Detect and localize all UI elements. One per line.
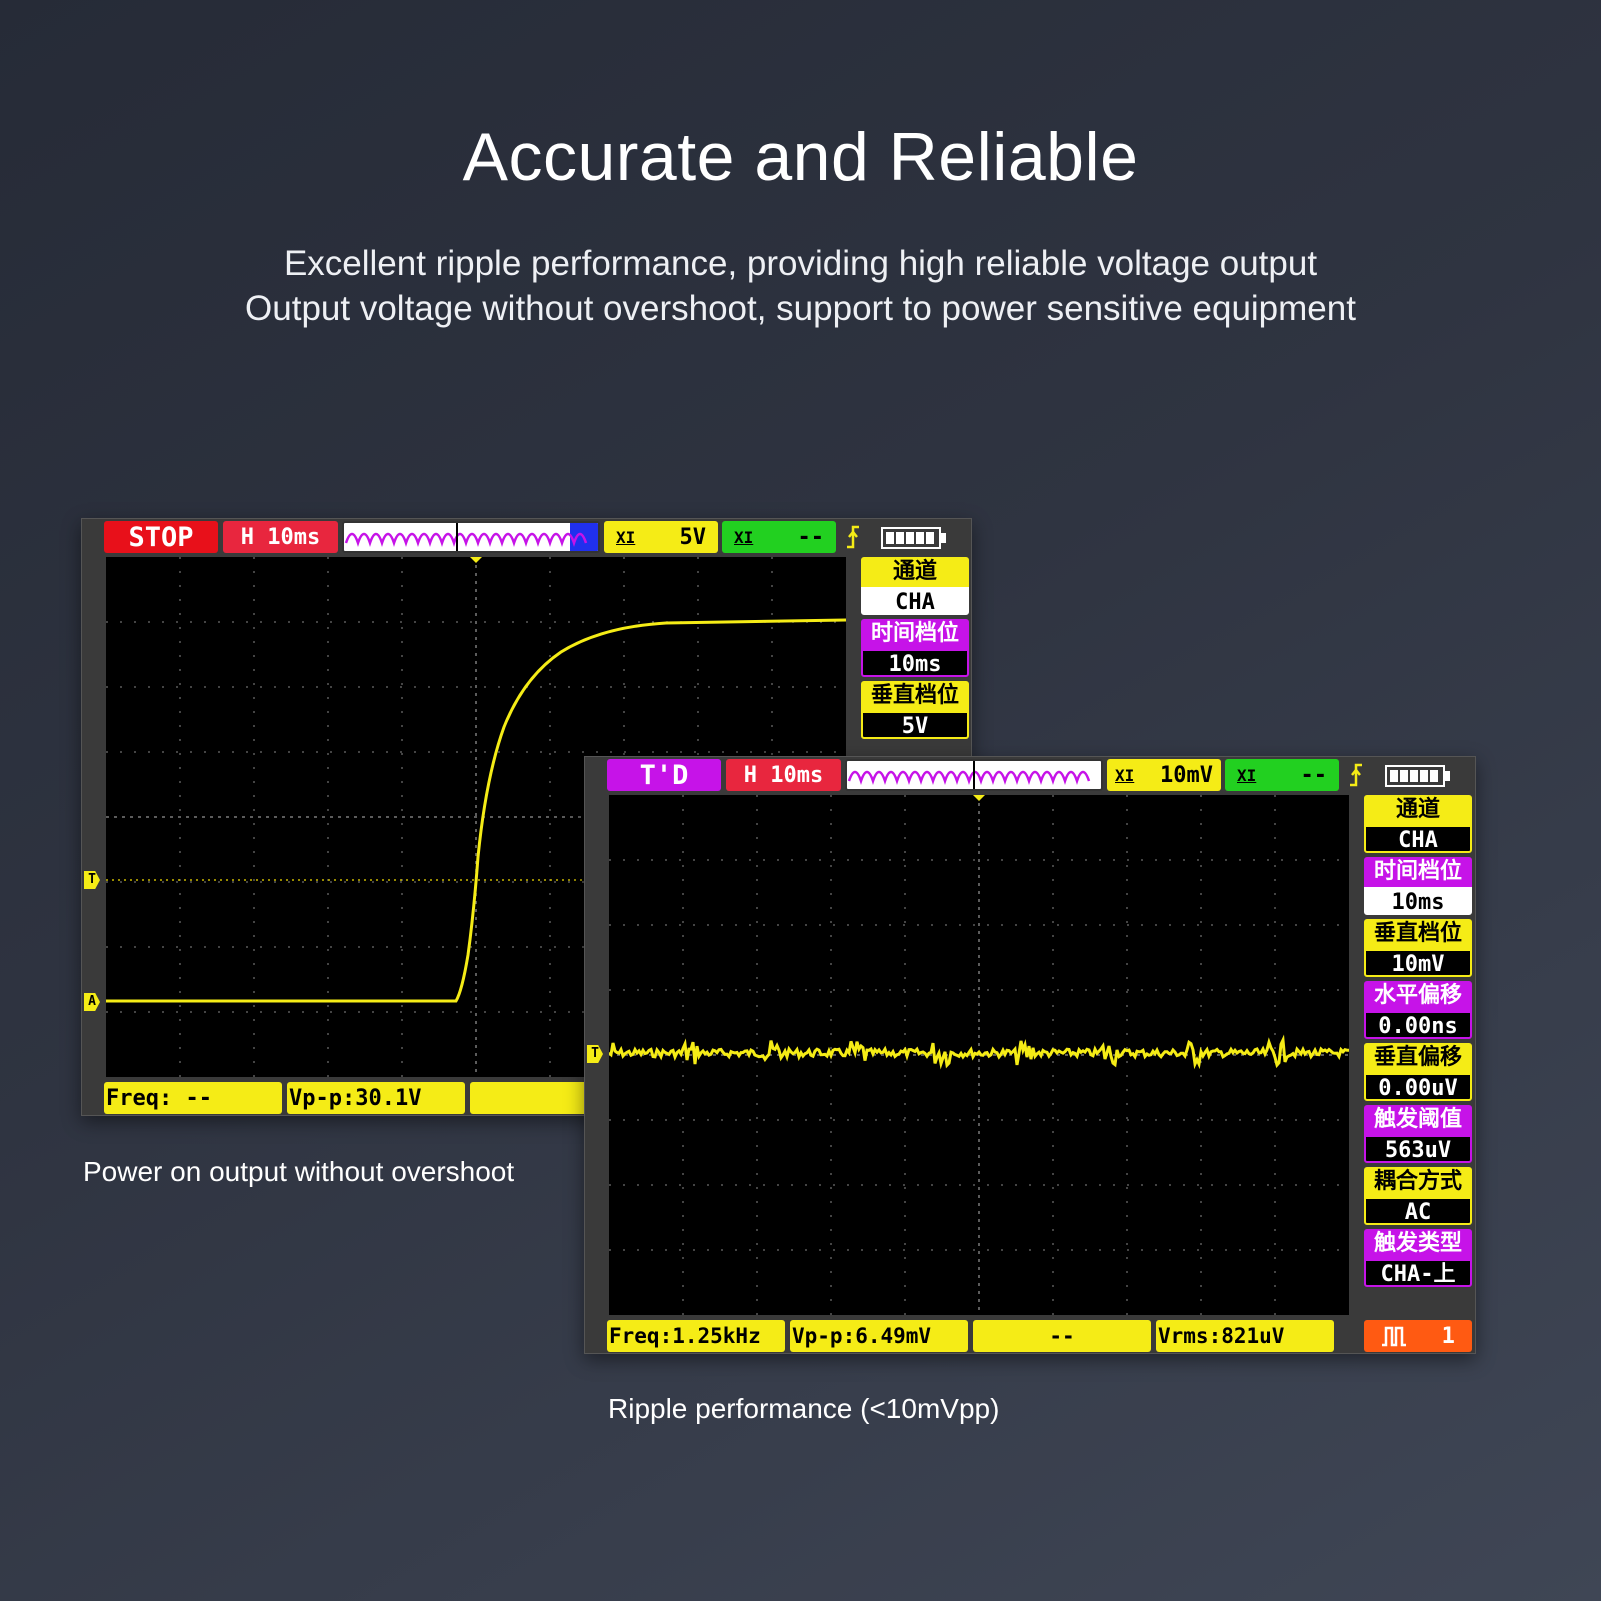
scope1-trigger-position-bar — [342, 521, 600, 553]
scope2-screen — [607, 795, 1349, 1315]
scope2-waveform-plot — [607, 795, 1349, 1315]
scope-2: T'D H 10ms XI 10mV XI -- — [584, 756, 1476, 1354]
scope1-timebase-badge: H 10ms — [223, 521, 338, 553]
scope1-side-label-2: 垂直档位 — [861, 681, 969, 711]
scope1-ch1-label: XI — [616, 527, 636, 547]
scope2-side-label-6: 耦合方式 — [1364, 1167, 1472, 1197]
scope2-vrms-readout: Vrms:821uV — [1156, 1320, 1334, 1352]
scope2-side-panel: 通道 CHA 时间档位 10ms 垂直档位 10mV 水平偏移 0.00ns 垂… — [1364, 795, 1472, 1287]
scope2-side-label-1: 时间档位 — [1364, 857, 1472, 887]
scope1-ch2-label: XI — [734, 527, 754, 547]
scope1-side-value-1: 10ms — [861, 649, 969, 677]
scope2-mode-badge: 1 — [1364, 1320, 1472, 1352]
scope2-battery-icon — [1385, 765, 1450, 787]
scope1-side-value-0: CHA — [861, 587, 969, 615]
scope2-side-value-6: AC — [1364, 1197, 1472, 1225]
scope1-freq-readout: Freq: -- — [104, 1082, 282, 1114]
scope2-side-item-6[interactable]: 耦合方式 AC — [1364, 1167, 1472, 1225]
scope2-ch1-label: XI — [1115, 765, 1135, 785]
scope1-trigger-edge-icon — [847, 525, 859, 549]
scope1-ch1-badge: XI 5V — [604, 521, 718, 553]
scope1-ch1-value: 5V — [679, 524, 707, 550]
scope2-ch2-value: -- — [1300, 762, 1328, 788]
scope2-trigger-position-bar — [845, 759, 1103, 791]
scope2-side-item-1[interactable]: 时间档位 10ms — [1364, 857, 1472, 915]
scope2-side-value-2: 10mV — [1364, 949, 1472, 977]
scope1-wave-icon — [344, 523, 598, 551]
scope2-vpp-readout: Vp-p:6.49mV — [790, 1320, 968, 1352]
scope2-ch2-label: XI — [1237, 765, 1257, 785]
scope2-side-item-0[interactable]: 通道 CHA — [1364, 795, 1472, 853]
scope2-side-value-0: CHA — [1364, 825, 1472, 853]
scope2-trace — [607, 1034, 1349, 1070]
scope1-ch2-value: -- — [797, 524, 825, 550]
scope2-ch2-badge: XI -- — [1225, 759, 1339, 791]
scope2-side-label-2: 垂直档位 — [1364, 919, 1472, 949]
scope2-wave-icon — [847, 761, 1091, 789]
scope1-trace — [106, 618, 847, 1003]
scope1-ch2-badge: XI -- — [722, 521, 836, 553]
scope2-side-label-5: 触发阈值 — [1364, 1105, 1472, 1135]
scope2-side-item-2[interactable]: 垂直档位 10mV — [1364, 919, 1472, 977]
scope1-caption: Power on output without overshoot — [83, 1156, 515, 1187]
scope2-side-item-4[interactable]: 垂直偏移 0.00uV — [1364, 1043, 1472, 1101]
scope2-freq-readout: Freq:1.25kHz — [607, 1320, 785, 1352]
scope2-side-value-4: 0.00uV — [1364, 1073, 1472, 1101]
scope2-side-label-3: 水平偏移 — [1364, 981, 1472, 1011]
scope1-side-item-1[interactable]: 时间档位 10ms — [861, 619, 969, 677]
scope1-side-value-2: 5V — [861, 711, 969, 739]
scope1-trigger-marker: T — [84, 871, 100, 889]
scope2-mid-readout: -- — [973, 1320, 1151, 1352]
scope2-side-value-5: 563uV — [1364, 1135, 1472, 1163]
scope2-trigger-marker: T — [587, 1045, 603, 1063]
scope1-status-badge: STOP — [104, 521, 218, 553]
scope2-side-value-7: CHA-上 — [1364, 1259, 1472, 1287]
scope2-side-label-0: 通道 — [1364, 795, 1472, 825]
scope2-trigger-edge-icon — [1350, 763, 1362, 787]
scope2-side-item-3[interactable]: 水平偏移 0.00ns — [1364, 981, 1472, 1039]
scope2-side-label-7: 触发类型 — [1364, 1229, 1472, 1259]
scope2-side-label-4: 垂直偏移 — [1364, 1043, 1472, 1073]
subtitle-line-2: Output voltage without overshoot, suppor… — [245, 289, 1356, 328]
scope2-ch1-value: 10mV — [1160, 762, 1213, 788]
scope2-side-item-5[interactable]: 触发阈值 563uV — [1364, 1105, 1472, 1163]
scope1-side-panel: 通道 CHA 时间档位 10ms 垂直档位 5V — [861, 557, 969, 739]
scope2-ch1-badge: XI 10mV — [1107, 759, 1221, 791]
scope2-side-item-7[interactable]: 触发类型 CHA-上 — [1364, 1229, 1472, 1287]
scope2-side-value-3: 0.00ns — [1364, 1011, 1472, 1039]
scope1-side-label-1: 时间档位 — [861, 619, 969, 649]
subtitle-line-1: Excellent ripple performance, providing … — [283, 244, 1318, 283]
scope2-caption: Ripple performance (<10mVpp) — [608, 1393, 1000, 1424]
scope2-side-value-1: 10ms — [1364, 887, 1472, 915]
scope2-status-badge: T'D — [607, 759, 721, 791]
scope1-channel-marker: A — [84, 993, 100, 1011]
page-title: Accurate and Reliable — [462, 119, 1139, 195]
scope1-side-item-0[interactable]: 通道 CHA — [861, 557, 969, 615]
scope1-side-item-2[interactable]: 垂直档位 5V — [861, 681, 969, 739]
pulse-icon — [1382, 1326, 1407, 1347]
scope2-timebase-badge: H 10ms — [726, 759, 841, 791]
scope1-vpp-readout: Vp-p:30.1V — [287, 1082, 465, 1114]
scope1-side-label-0: 通道 — [861, 557, 969, 587]
scope2-mode-value: 1 — [1441, 1323, 1455, 1349]
scope1-battery-icon — [881, 527, 946, 549]
